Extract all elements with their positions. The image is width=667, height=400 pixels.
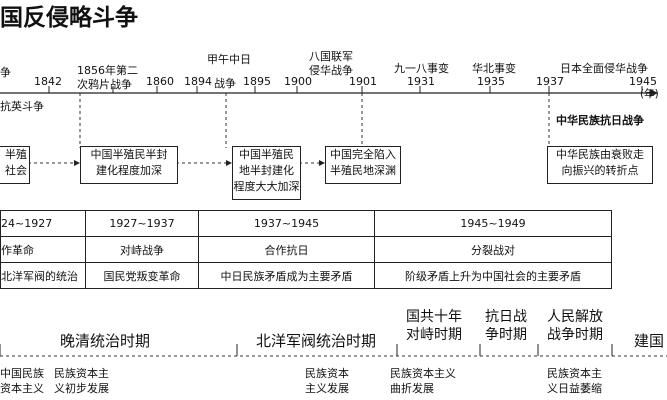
note-line: 资本主义 bbox=[0, 382, 44, 395]
box-text: 向振兴的转折点 bbox=[561, 164, 639, 177]
year-label: 1901 bbox=[349, 75, 377, 88]
year-label: 1894 bbox=[184, 75, 212, 88]
era-label: 战争时期 bbox=[547, 327, 603, 343]
event-label: 甲午中日 bbox=[207, 53, 251, 66]
box-text: 中国半殖民 bbox=[239, 148, 294, 161]
table-cell: 作革命 bbox=[0, 236, 86, 263]
status-box: 中国半殖民 地半封建化 程度大大加深 bbox=[232, 146, 301, 200]
box-text: 中国半殖民半封 bbox=[90, 148, 168, 161]
era-label: 对峙时期 bbox=[406, 327, 462, 343]
event-label: 战争 bbox=[214, 77, 236, 90]
event-label: 次鸦片战争 bbox=[77, 78, 132, 91]
era-label: 国共十年 bbox=[406, 309, 462, 325]
note-line: 曲折发展 bbox=[390, 382, 434, 395]
table-cell: 分裂战对 bbox=[374, 236, 612, 263]
box-text: 地半封建化 bbox=[239, 164, 294, 177]
table-cell: 国民党叛变革命 bbox=[85, 262, 199, 289]
box-text: 建化程度加深 bbox=[96, 164, 162, 177]
status-box: 中华民族由衰败走 向振兴的转折点 bbox=[547, 146, 653, 184]
era-label: 北洋军阀统治时期 bbox=[256, 332, 377, 350]
box-text: 半殖 bbox=[5, 148, 27, 161]
table-row: 北洋军阀的统治 国民党叛变革命 中日民族矛盾成为主要矛盾 阶级矛盾上升为中国社会… bbox=[0, 262, 612, 289]
box-text: 半殖民地深渊 bbox=[330, 164, 396, 177]
note-line: 中国民族 bbox=[0, 367, 44, 380]
status-box: 半殖 社会 bbox=[0, 146, 30, 184]
year-label: 1895 bbox=[243, 75, 271, 88]
era-label: 抗日战 bbox=[485, 309, 527, 325]
year-label: 1900 bbox=[284, 75, 312, 88]
table-row: 24~1927 1927~1937 1937~1945 1945~1949 bbox=[0, 210, 612, 237]
note-line: 民族资本 bbox=[305, 367, 349, 380]
note-line: 义日益萎缩 bbox=[547, 382, 602, 395]
note-line: 民族资本主义 bbox=[390, 367, 456, 380]
box-text: 中国完全陷入 bbox=[330, 148, 396, 161]
era-label: 晚清统治时期 bbox=[60, 332, 151, 350]
page-title: 国反侵略斗争 bbox=[0, 4, 138, 31]
note-line: 主义发展 bbox=[305, 382, 349, 395]
status-box: 中国半殖民半封 建化程度加深 bbox=[80, 146, 178, 184]
event-label: 中华民族抗日战争 bbox=[556, 114, 644, 127]
year-label: 1842 bbox=[34, 75, 62, 88]
period-table: 24~1927 1927~1937 1937~1945 1945~1949 作革… bbox=[0, 210, 612, 289]
status-box: 中国完全陷入 半殖民地深渊 bbox=[325, 146, 401, 184]
event-label: 侵华战争 bbox=[309, 64, 353, 77]
event-label: 八国联军 bbox=[309, 50, 353, 63]
table-row: 作革命 对峙战争 合作抗日 分裂战对 bbox=[0, 236, 612, 263]
table-cell: 24~1927 bbox=[0, 210, 86, 237]
note-text: 民族资本主 义日益萎缩 bbox=[547, 366, 602, 396]
box-text: 程度大大加深 bbox=[233, 180, 300, 193]
table-cell: 对峙战争 bbox=[85, 236, 199, 263]
note-line: 义初步发展 bbox=[54, 382, 109, 395]
year-unit: (年) bbox=[640, 88, 659, 100]
year-label: 1945 bbox=[629, 75, 657, 88]
table-cell: 1937~1945 bbox=[198, 210, 375, 237]
event-opium-war: 争 bbox=[0, 66, 11, 79]
table-cell: 阶级矛盾上升为中国社会的主要矛盾 bbox=[374, 262, 612, 289]
era-label: 人民解放 bbox=[547, 309, 603, 325]
note-line: 民族资本主 bbox=[54, 367, 109, 380]
box-text: 中华民族由衰败走 bbox=[556, 148, 644, 161]
table-cell: 北洋军阀的统治 bbox=[0, 262, 86, 289]
note-text: 民族资本 主义发展 bbox=[305, 366, 349, 396]
table-cell: 合作抗日 bbox=[198, 236, 375, 263]
event-label: 九一八事变 bbox=[394, 62, 449, 75]
year-label: 1856年第二 bbox=[77, 64, 138, 77]
year-label: 1931 bbox=[407, 75, 435, 88]
event-label: 华北事变 bbox=[472, 62, 516, 75]
table-cell: 中日民族矛盾成为主要矛盾 bbox=[198, 262, 375, 289]
table-cell: 1927~1937 bbox=[85, 210, 199, 237]
era-label: 争时期 bbox=[485, 327, 527, 343]
note-line: 民族资本主 bbox=[547, 367, 602, 380]
note-text: 民族资本主 义初步发展 bbox=[54, 366, 109, 396]
year-label: 1860 bbox=[146, 75, 174, 88]
year-label: 1937 bbox=[536, 75, 564, 88]
box-text: 社会 bbox=[5, 164, 27, 177]
year-label: 1935 bbox=[477, 75, 505, 88]
table-cell: 1945~1949 bbox=[374, 210, 612, 237]
event-label: 抗英斗争 bbox=[0, 100, 44, 113]
note-text: 中国民族 资本主义 bbox=[0, 366, 44, 396]
note-text: 民族资本主义 曲折发展 bbox=[390, 366, 456, 396]
era-label: 建国 bbox=[634, 332, 665, 350]
event-label: 日本全面侵华战争 bbox=[560, 62, 648, 75]
